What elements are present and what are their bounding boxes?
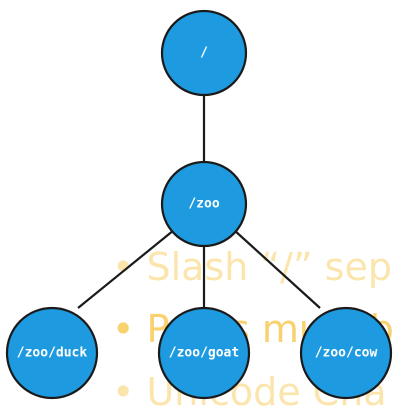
node-root: / (160, 9, 248, 97)
node-zoo: /zoo (160, 160, 248, 248)
node-zoo-duck: /zoo/duck (5, 306, 99, 400)
node-root-label: / (200, 46, 208, 61)
edge-zoo-duck (77, 229, 175, 309)
node-zoo-goat: /zoo/goat (157, 306, 251, 400)
bullet-slash-separator: • Slash “/” sep (112, 245, 392, 289)
node-zoo-cow: /zoo/cow (299, 306, 393, 400)
edges (77, 94, 321, 309)
node-zoo-label: /zoo (188, 197, 219, 212)
node-zoo-goat-label: /zoo/goat (169, 346, 239, 361)
node-zoo-duck-label: /zoo/duck (17, 346, 88, 361)
node-zoo-cow-label: /zoo/cow (315, 346, 378, 361)
edge-zoo-cow (233, 229, 321, 309)
